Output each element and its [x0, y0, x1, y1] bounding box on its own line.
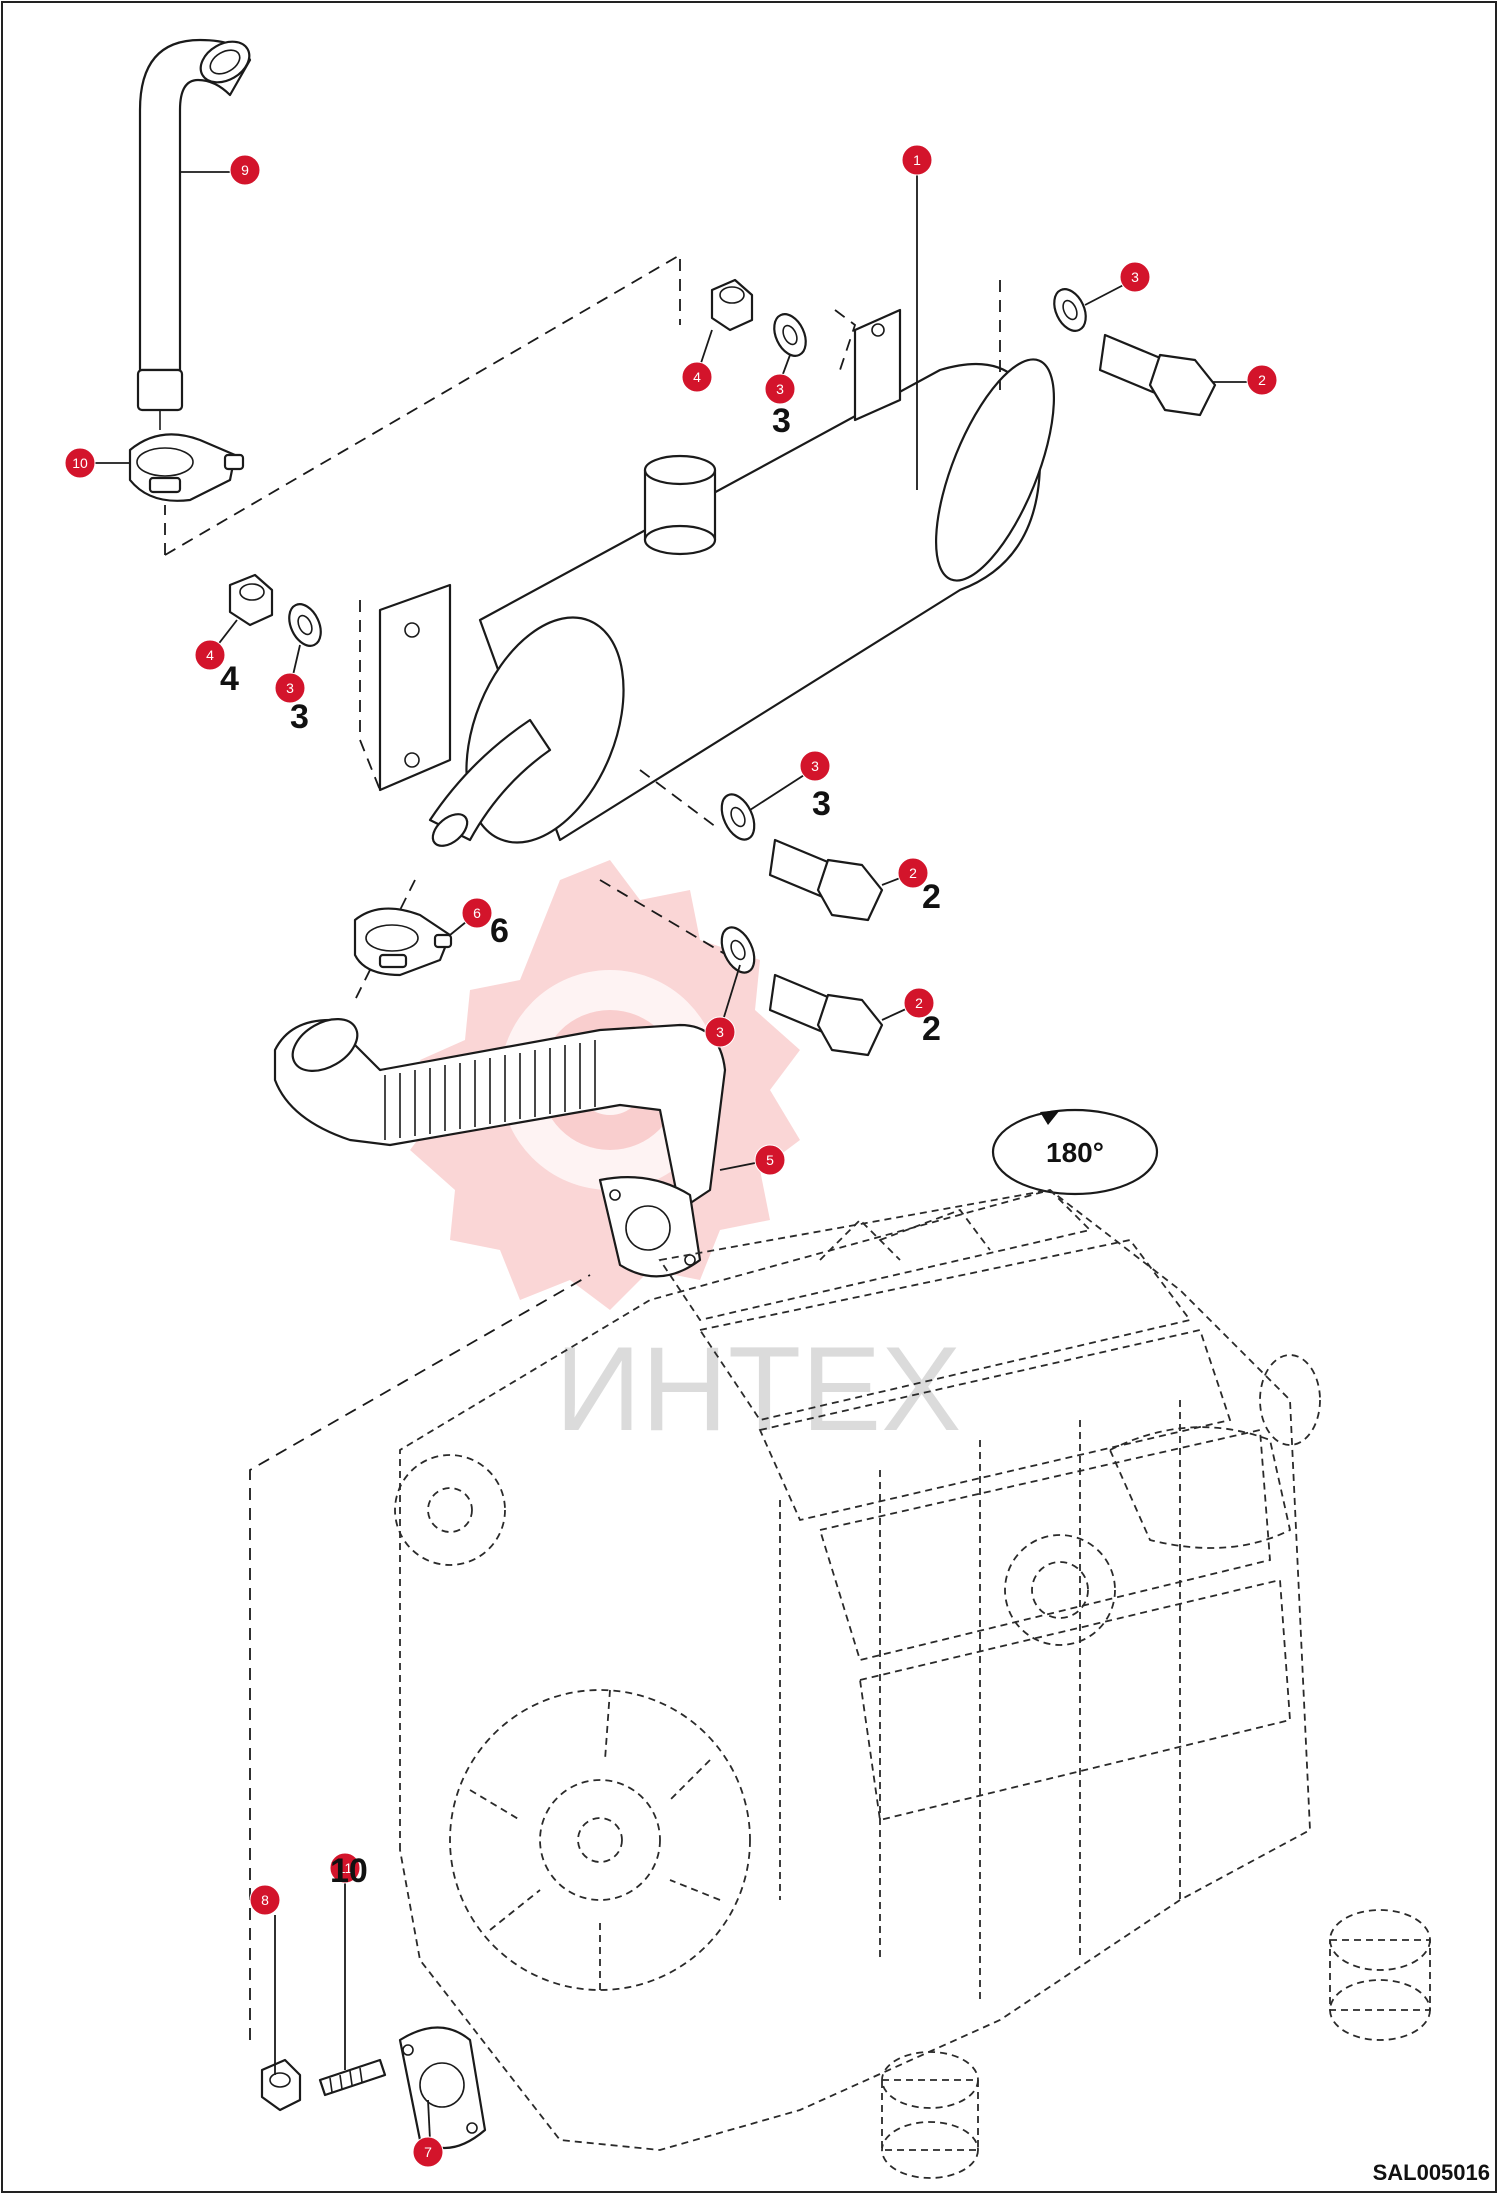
callout-6: 6 — [461, 897, 493, 929]
svg-text:3: 3 — [286, 680, 294, 696]
pipe-clamp — [353, 907, 453, 977]
washer-3-mid — [720, 793, 756, 841]
gasket-9 — [398, 2026, 487, 2150]
stack-clamp — [128, 433, 245, 502]
part-number-label: 10 — [330, 1852, 368, 1890]
nut-4-left — [228, 573, 274, 627]
callout-3: 3 — [704, 1016, 736, 1048]
callout-9: 7 — [412, 2136, 444, 2168]
svg-text:2: 2 — [1258, 372, 1266, 388]
part-number-label: 2 — [922, 878, 941, 916]
alignment-line — [639, 769, 721, 831]
svg-text:3: 3 — [776, 381, 784, 397]
callout-3: 3 — [764, 373, 796, 405]
svg-text:11: 11 — [338, 1860, 353, 1876]
bolt-2-right — [1098, 333, 1217, 417]
callout-11: 8 — [249, 1884, 281, 1916]
washer-3-top — [773, 313, 807, 357]
callout-1: 1 — [901, 144, 933, 176]
alignment-line — [834, 309, 857, 371]
washer-3-left — [288, 603, 322, 647]
engine-block — [394, 1189, 1431, 2179]
callout-8: 10 — [64, 447, 96, 479]
exhaust-stack-pipe — [136, 38, 252, 430]
callout-3: 3 — [274, 672, 306, 704]
svg-text:2: 2 — [915, 995, 923, 1011]
alignment-line — [164, 253, 681, 556]
alignment-line — [359, 600, 381, 791]
svg-text:7: 7 — [424, 2144, 432, 2160]
rotation-badge: 180° — [991, 1108, 1159, 1196]
bolt-2-mid — [768, 838, 884, 922]
svg-text:9: 9 — [241, 162, 249, 178]
callout-4: 4 — [681, 361, 713, 393]
drawing-code: SAL005016 — [1373, 2160, 1490, 2185]
svg-text:4: 4 — [206, 647, 214, 663]
svg-text:3: 3 — [716, 1024, 724, 1040]
callout-2: 2 — [1246, 364, 1278, 396]
svg-text:8: 8 — [261, 1892, 269, 1908]
bolt-2-lower — [768, 973, 884, 1057]
alignment-line — [599, 879, 736, 961]
callout-3: 3 — [1119, 261, 1151, 293]
svg-text:3: 3 — [811, 758, 819, 774]
part-number-label: 4 — [220, 660, 239, 698]
callout-5: 5 — [754, 1144, 786, 1176]
stud-10 — [318, 2058, 387, 2097]
part-number-label: 3 — [772, 402, 791, 440]
nut-4-top — [710, 278, 754, 332]
watermark-text: ИНТЕХ — [555, 1322, 961, 1456]
part-number-label: 2 — [922, 1010, 941, 1048]
callout-3: 3 — [799, 750, 831, 782]
washer-3-lower — [720, 926, 756, 974]
svg-text:3: 3 — [1131, 269, 1139, 285]
callout-2: 2 — [903, 987, 935, 1019]
callout-7: 9 — [229, 154, 261, 186]
svg-text:10: 10 — [72, 455, 88, 471]
part-number-label: 6 — [490, 912, 509, 950]
part-number-label: 3 — [290, 698, 309, 736]
svg-text:5: 5 — [766, 1152, 774, 1168]
callout-10: 11 — [329, 1852, 361, 1884]
nut-11 — [260, 2058, 302, 2112]
muffler — [378, 160, 1056, 847]
flex-exhaust-pipe — [273, 1018, 727, 1278]
rotation-label: 180° — [1046, 1137, 1104, 1168]
svg-text:6: 6 — [473, 905, 481, 921]
svg-text:2: 2 — [909, 865, 917, 881]
svg-text:1: 1 — [913, 152, 921, 168]
callout-2: 2 — [897, 857, 929, 889]
svg-text:4: 4 — [693, 369, 701, 385]
washer-3-right — [1053, 288, 1087, 332]
part-number-label: 3 — [812, 785, 831, 823]
callout-4: 4 — [194, 639, 226, 671]
alignment-line — [249, 1274, 591, 2040]
